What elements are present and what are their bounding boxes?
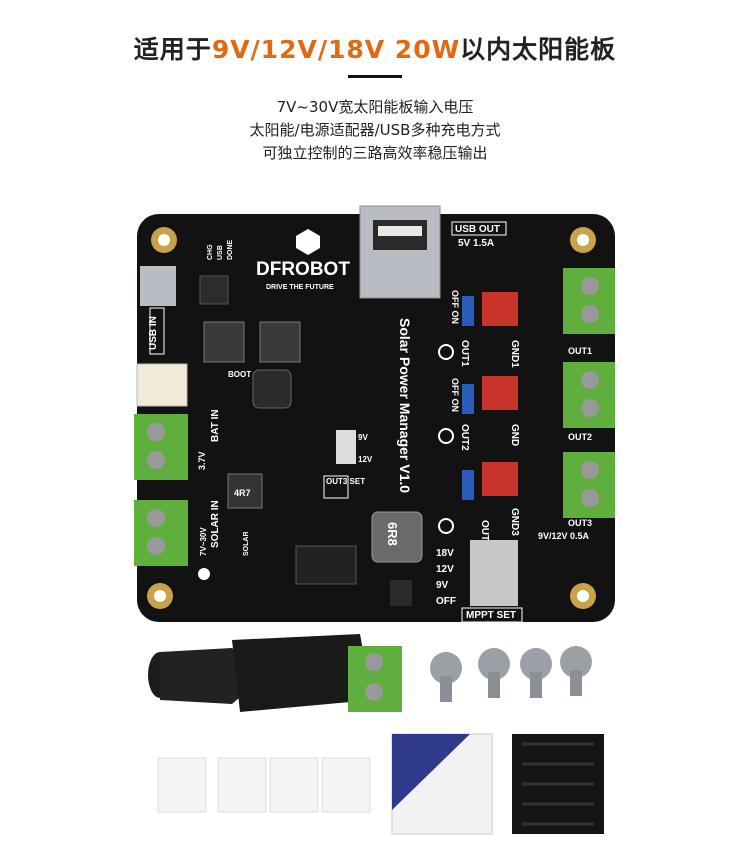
terminal-bat-in xyxy=(134,414,188,480)
label-gnd3: GND3 xyxy=(509,508,520,536)
terminal-out3 xyxy=(563,452,615,518)
label-bat-volt: 3.7V xyxy=(197,451,207,470)
label-out2: OUT2 xyxy=(568,432,592,442)
label-out3: OUT3 xyxy=(568,518,592,528)
feature-line-2: 太阳能/电源适配器/USB多种充电方式 xyxy=(249,121,501,139)
title-suffix: 以内太阳能板 xyxy=(460,35,617,64)
feature-line-3: 可独立控制的三路高效率稳压输出 xyxy=(262,144,488,162)
label-gnd2: GND xyxy=(509,424,520,446)
label-out1-vertical: OUT1 xyxy=(459,340,470,367)
label-usb-in: USB IN xyxy=(148,316,159,350)
label-off-on-1: OFF ON xyxy=(450,290,460,324)
jumper-out3 xyxy=(462,470,474,500)
inductor-large xyxy=(371,511,423,563)
label-chg: CHG xyxy=(207,244,214,260)
usb-out-port xyxy=(359,205,441,299)
power-icon-out1 xyxy=(438,344,454,360)
title-divider xyxy=(348,75,402,78)
title-accent: 9V/12V/18V 20W xyxy=(211,35,461,64)
label-usb-small: USB xyxy=(217,245,224,260)
inductor-small-1 xyxy=(203,321,245,363)
heatsink xyxy=(512,734,604,834)
battery-jst-connector xyxy=(136,363,188,407)
feature-line-1: 7V~30V宽太阳能板输入电压 xyxy=(276,98,474,116)
terminal-solar-in xyxy=(134,500,188,566)
brand-slogan: DRIVE THE FUTURE xyxy=(266,284,334,291)
board-name: Solar Power Manager V1.0 xyxy=(397,318,413,493)
pin-headers xyxy=(482,292,518,496)
label-12v: 12V xyxy=(436,564,454,575)
title-prefix: 适用于 xyxy=(133,35,212,64)
label-9v: 9V xyxy=(436,580,449,591)
jumper-out1 xyxy=(462,296,474,326)
jumper-out2 xyxy=(462,384,474,414)
terminal-out2 xyxy=(563,362,615,428)
sun-icon xyxy=(198,568,210,580)
label-out1: OUT1 xyxy=(568,346,592,356)
label-out3-set: OUT3 SET xyxy=(326,477,365,486)
label-usb-out: USB OUT xyxy=(455,224,500,235)
label-9v-select: 9V xyxy=(358,433,368,442)
inductor-main xyxy=(252,369,292,409)
out3-selector-switch xyxy=(336,430,356,464)
dc-jack-adapter xyxy=(148,634,402,712)
label-18v: 18V xyxy=(436,548,454,559)
brand-name: DFROBOT xyxy=(256,259,350,280)
thermal-tape xyxy=(391,733,493,835)
label-solar-in: SOLAR IN xyxy=(210,500,221,548)
label-inductor-1: 6R8 xyxy=(385,522,400,546)
label-gnd1: GND1 xyxy=(509,340,520,368)
label-mppt-set: MPPT SET xyxy=(466,610,516,621)
dfrobot-logo-icon xyxy=(296,229,320,255)
label-out2-vertical: OUT2 xyxy=(459,424,470,451)
mppt-dip-switch xyxy=(470,540,518,606)
label-bat-in: BAT IN xyxy=(210,409,221,442)
label-done: DONE xyxy=(227,239,234,260)
label-solar-small: SOLAR xyxy=(243,532,250,557)
label-boot: BOOT xyxy=(228,370,251,379)
label-inductor-2: 4R7 xyxy=(234,488,251,498)
label-off: OFF xyxy=(436,596,456,607)
label-off-on-2: OFF ON xyxy=(450,378,460,412)
micro-usb-port xyxy=(140,266,176,306)
label-out3-vertical: OUT3 xyxy=(479,520,490,547)
power-icon-out3 xyxy=(438,518,454,534)
plastic-standoffs xyxy=(157,757,371,813)
mounting-holes xyxy=(147,227,596,609)
label-out3-spec: 9V/12V 0.5A xyxy=(538,531,590,541)
screws xyxy=(430,646,592,702)
label-solar-volt: 7V~30V xyxy=(199,527,208,556)
label-usb-out-spec: 5V 1.5A xyxy=(458,238,494,249)
power-icon-out2 xyxy=(438,428,454,444)
label-12v-select: 12V xyxy=(358,455,373,464)
inductor-small-2 xyxy=(259,321,301,363)
page-title: 适用于9V/12V/18V 20W以内太阳能板 xyxy=(0,30,750,66)
terminal-out1 xyxy=(563,268,615,334)
